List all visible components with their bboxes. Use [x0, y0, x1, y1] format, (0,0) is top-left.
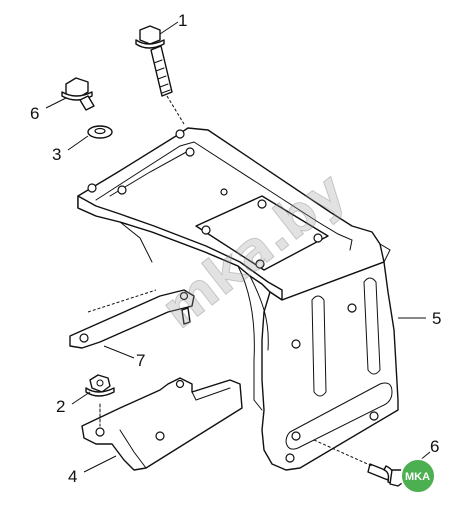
callout-4: 4: [68, 467, 77, 486]
callout-7: 7: [136, 351, 145, 370]
washer-3: [87, 125, 113, 139]
link-plate-7: [69, 289, 195, 349]
callout-6-upper: 6: [30, 104, 39, 123]
logo-badge: MKA: [400, 458, 436, 494]
flange-bolt-6-upper: [61, 77, 95, 111]
badge-text: MKA: [405, 471, 430, 483]
lower-bracket-4: [81, 377, 243, 471]
badge-circle: [400, 458, 436, 494]
bolt-1: [135, 25, 185, 125]
callout-labels: 1 6 3 5 7 2 4 6: [30, 11, 441, 486]
main-bracket: [77, 127, 399, 471]
callout-5: 5: [432, 309, 441, 328]
callout-2: 2: [56, 397, 65, 416]
callout-3: 3: [52, 145, 61, 164]
callout-6-lower: 6: [430, 437, 439, 456]
callout-1: 1: [178, 11, 187, 30]
flange-nut-2: [85, 374, 115, 397]
